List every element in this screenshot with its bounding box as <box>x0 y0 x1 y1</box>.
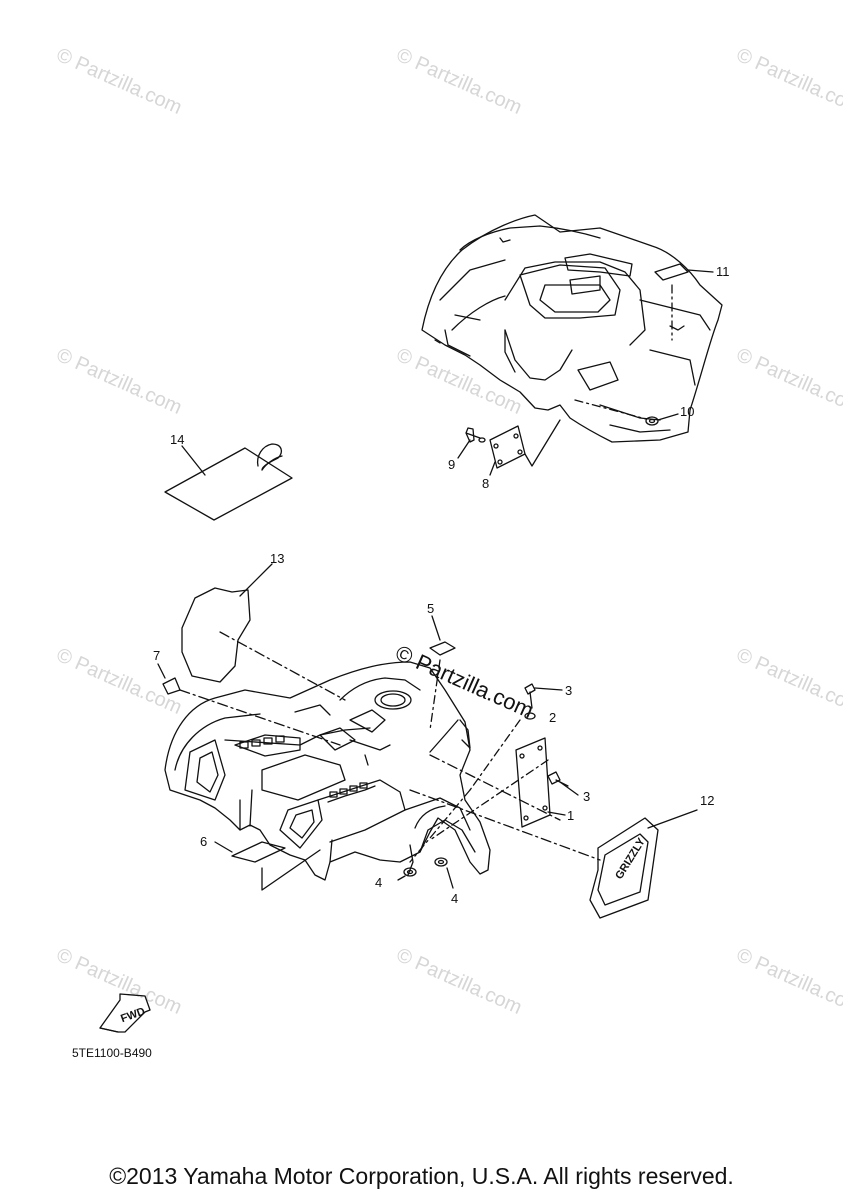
copyright-notice: ©2013 Yamaha Motor Corporation, U.S.A. A… <box>109 1163 734 1189</box>
grizzly-nameplate-12[interactable]: GRIZZLY <box>589 817 659 919</box>
callout-3: 3 <box>565 683 573 698</box>
decal-6[interactable] <box>231 841 286 863</box>
callout-7: 7 <box>153 648 161 663</box>
rivet-9[interactable] <box>465 427 486 443</box>
callout-3b: 3 <box>583 789 591 804</box>
callout-9: 9 <box>448 457 456 472</box>
callout-4b: 4 <box>451 891 459 906</box>
guard-plate-1[interactable] <box>515 737 551 828</box>
decal-7[interactable] <box>162 677 181 695</box>
owners-manual-bag-14[interactable] <box>164 443 293 521</box>
bolt-3[interactable] <box>524 683 563 709</box>
bolt-3b[interactable] <box>547 771 579 796</box>
callout-6: 6 <box>200 834 208 849</box>
callout-13: 13 <box>270 551 285 566</box>
decal-5[interactable] <box>429 641 456 656</box>
grommet-4a[interactable] <box>403 867 417 877</box>
rear-fender[interactable] <box>421 214 723 443</box>
callout-10: 10 <box>680 404 695 419</box>
screw-2[interactable] <box>524 712 536 720</box>
callout-5: 5 <box>427 601 435 616</box>
callout-4: 4 <box>375 875 383 890</box>
label-decal-11[interactable] <box>654 263 689 281</box>
callout-2: 2 <box>549 710 557 725</box>
callout-1: 1 <box>567 808 575 823</box>
fwd-arrow-icon: FWD <box>99 993 151 1033</box>
callout-12: 12 <box>700 793 715 808</box>
front-fender[interactable] <box>164 661 491 881</box>
fwd-label: FWD <box>119 1005 147 1025</box>
grommet-4b[interactable] <box>434 857 448 867</box>
callout-11: 11 <box>716 264 730 279</box>
grommet-10[interactable] <box>645 416 659 426</box>
diagram-code: 5TE1100-B490 <box>72 1046 152 1060</box>
callout-14: 14 <box>170 432 185 447</box>
callout-8: 8 <box>482 476 490 491</box>
material-13[interactable] <box>181 587 251 683</box>
